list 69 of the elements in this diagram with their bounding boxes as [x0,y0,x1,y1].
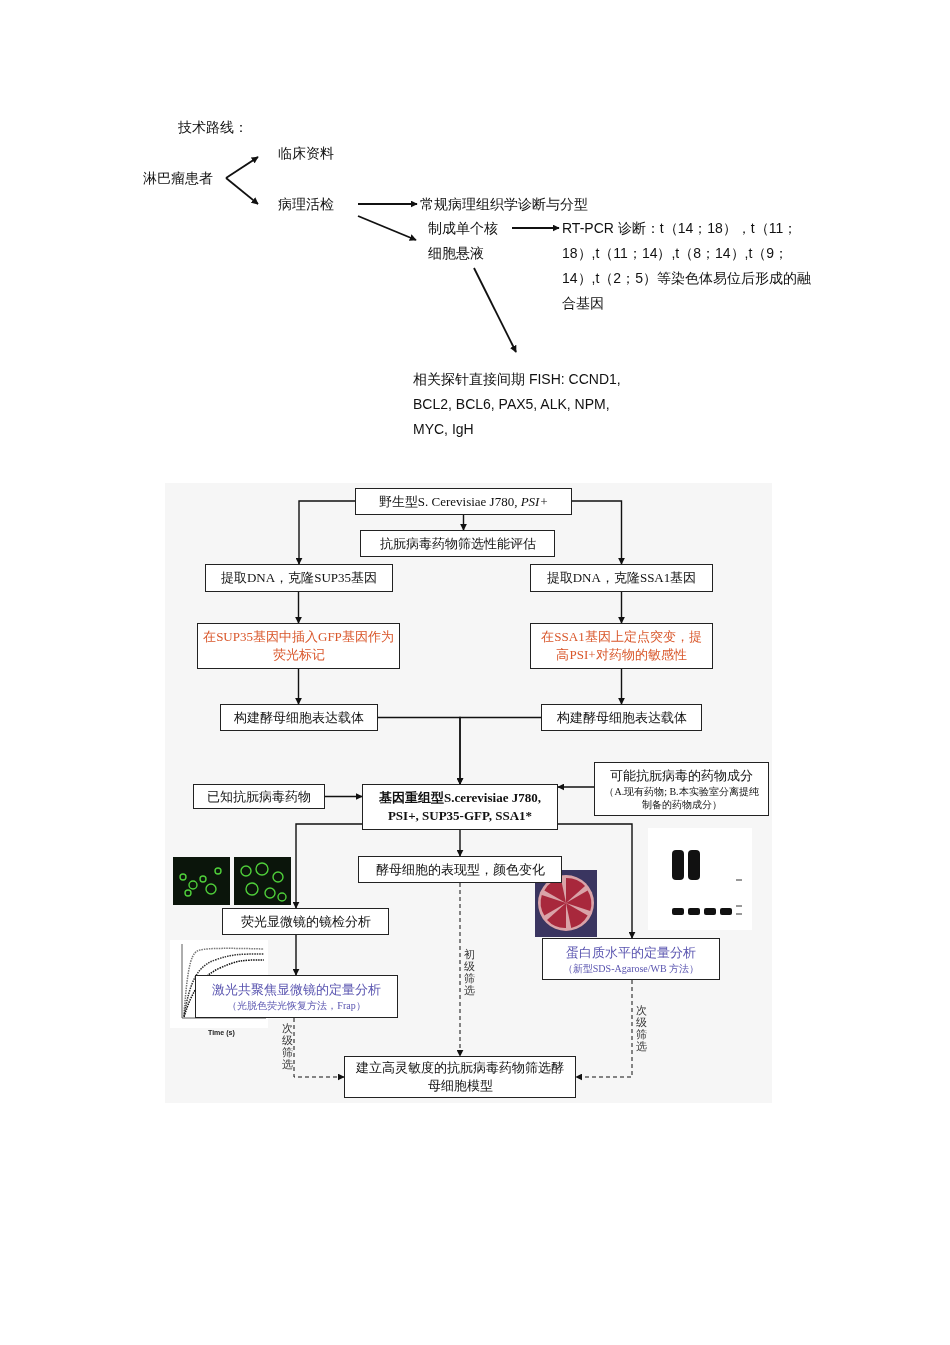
dashed-arrow [575,979,633,1081]
box-label: 野生型S. Cerevisiae J780, PSI+ [378,492,549,511]
arrow [225,156,259,179]
process-box [222,908,389,935]
process-box [355,488,572,515]
step-text: 制成单个核细胞悬液 [428,216,502,266]
arrow [557,823,636,939]
box-label: 蛋白质水平的定量分析 [566,943,696,962]
box-label: 酵母细胞的表现型，颜色变化 [375,860,545,879]
box-label: 提取DNA，克隆SSA1基因 [546,569,697,587]
process-box [541,704,702,731]
dashed-arrow [456,882,464,1057]
process-box [197,623,400,669]
process-box [220,704,378,731]
box-label: 荧光显微镜的镜检分析 [240,912,371,931]
box-note: （光脱色荧光恢复方法，Frap） [227,999,366,1012]
box-label: 基因重组型S.cerevisiae J780, PSI+, SUP35-GFP, SSA1* [378,789,542,825]
box-label: 已知抗朊病毒药物 [207,787,311,806]
box-label: 在SSA1基因上定点突变，提高PSI+对药物的敏感性 [540,628,703,664]
arrow [295,591,302,624]
box-label: 构建酵母细胞表达载体 [234,708,364,727]
box-label: 构建酵母细胞表达载体 [556,708,687,727]
arrow [292,823,363,909]
dashed-arrow [293,1017,345,1081]
process-box [594,762,769,816]
process-box [195,975,398,1018]
process-box [362,784,558,830]
step-text: 相关探针直接间期 FISH: CCND1, BCL2, BCL6, PAX5, ALK, NPM, MYC, IgH [413,366,625,442]
arrow [295,668,302,705]
arrow [511,224,560,232]
arrow [571,500,625,565]
heading: 技术路线： [178,119,248,137]
box-label: 提取DNA，克隆SUP35基因 [221,569,377,587]
arrow [456,716,542,785]
step-text: 常规病理组织学诊断与分型 [420,192,610,217]
step-text: 淋巴瘤患者 [143,166,223,191]
process-box [358,856,562,883]
edge-label: 初级筛选 [464,948,475,997]
step-text: 病理活检 [278,192,344,217]
box-label: 可能抗朊病毒的药物成分 [610,767,753,785]
process-box [530,623,713,669]
arrow [557,783,595,791]
arrow [618,591,625,624]
process-box [542,938,720,980]
arrow [456,829,464,857]
arrow [225,177,259,205]
arrow [357,215,417,241]
arrow [324,793,363,800]
box-label: 在SUP35基因中插入GFP基因作为荧光标记 [203,628,394,664]
box-note: （新型SDS-Agarose/WB 方法） [562,961,700,975]
edge-label: 次级筛选 [282,1022,293,1071]
step-text: 临床资料 [278,141,344,166]
box-label: 激光共聚焦显微镜的定量分析 [212,981,381,999]
box-label: 建立高灵敏度的抗朊病毒药物筛选酵母细胞模型 [355,1059,565,1095]
edge-label: 次级筛选 [636,1004,647,1053]
process-box [360,530,555,557]
box-label: 抗朊病毒药物筛选性能评估 [379,534,536,553]
arrow [292,934,300,976]
process-box [193,784,325,809]
process-box [530,564,713,592]
arrow [295,500,356,565]
box-note: （A.现有药物; B.本实验室分离提纯制备的药物成分） [603,785,760,811]
process-box [205,564,393,592]
arrow [460,514,467,531]
arrow [618,668,625,705]
process-box [344,1056,576,1098]
arrow [473,267,517,353]
arrow [357,200,418,208]
step-text: RT-PCR 诊断：t（14；18），t（11；18）,t（11；14）,t（8；14）,t（9；14）,t（2；5）等染色体易位后形成的融合基因 [562,216,812,316]
